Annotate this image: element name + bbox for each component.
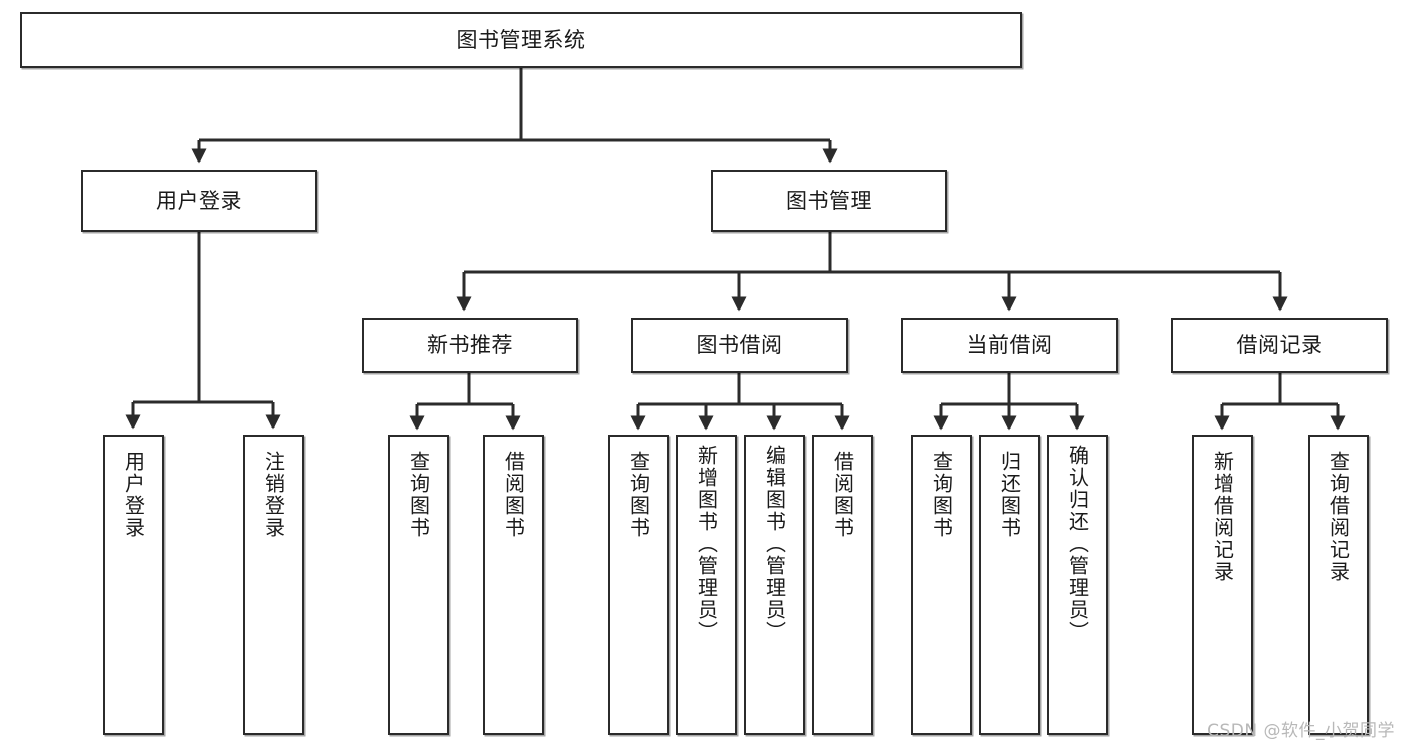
node-label: 当前借阅 [966, 333, 1053, 358]
leaf-book-borrow-borrow-book[interactable]: 借阅图书 [812, 435, 873, 735]
node-root-book-management-system[interactable]: 图书管理系统 [20, 12, 1022, 68]
node-label: 查询借阅记录 [1326, 451, 1351, 583]
node-user-login[interactable]: 用户登录 [81, 170, 317, 232]
node-label: 确认归还（管理员） [1065, 445, 1090, 643]
leaf-current-borrow-return-book[interactable]: 归还图书 [979, 435, 1040, 735]
node-label: 图书管理系统 [456, 27, 586, 52]
leaf-current-borrow-query-book[interactable]: 查询图书 [911, 435, 972, 735]
node-label: 用户登录 [121, 451, 146, 539]
node-label: 借阅图书 [830, 451, 855, 539]
node-label: 查询图书 [406, 451, 431, 539]
node-borrow-record[interactable]: 借阅记录 [1171, 318, 1388, 373]
node-label: 借阅记录 [1236, 333, 1323, 358]
node-book-borrow[interactable]: 图书借阅 [631, 318, 848, 373]
leaf-book-borrow-edit-book-admin[interactable]: 编辑图书（管理员） [744, 435, 805, 735]
leaf-new-book-borrow-book[interactable]: 借阅图书 [483, 435, 544, 735]
leaf-borrow-record-query-record[interactable]: 查询借阅记录 [1308, 435, 1369, 735]
leaf-new-book-query-book[interactable]: 查询图书 [388, 435, 449, 735]
node-label: 新增借阅记录 [1210, 451, 1235, 583]
node-current-borrow[interactable]: 当前借阅 [901, 318, 1118, 373]
node-label: 查询图书 [626, 451, 651, 539]
leaf-book-borrow-add-book-admin[interactable]: 新增图书（管理员） [676, 435, 737, 735]
node-book-management[interactable]: 图书管理 [711, 170, 947, 232]
node-label: 编辑图书（管理员） [762, 445, 787, 643]
node-label: 归还图书 [997, 451, 1022, 539]
node-label: 图书管理 [786, 188, 872, 213]
node-label: 用户登录 [156, 188, 242, 213]
node-label: 新增图书（管理员） [694, 445, 719, 643]
leaf-book-borrow-query-book[interactable]: 查询图书 [608, 435, 669, 735]
leaf-current-borrow-confirm-return-admin[interactable]: 确认归还（管理员） [1047, 435, 1108, 735]
leaf-user-login-logout[interactable]: 注销登录 [243, 435, 304, 735]
node-label: 注销登录 [261, 451, 286, 539]
node-label: 借阅图书 [501, 451, 526, 539]
leaf-borrow-record-add-record[interactable]: 新增借阅记录 [1192, 435, 1253, 735]
node-label: 新书推荐 [427, 333, 513, 358]
node-new-book-recommend[interactable]: 新书推荐 [362, 318, 578, 373]
leaf-user-login-login[interactable]: 用户登录 [103, 435, 164, 735]
node-label: 图书借阅 [696, 333, 783, 358]
node-label: 查询图书 [929, 451, 954, 539]
